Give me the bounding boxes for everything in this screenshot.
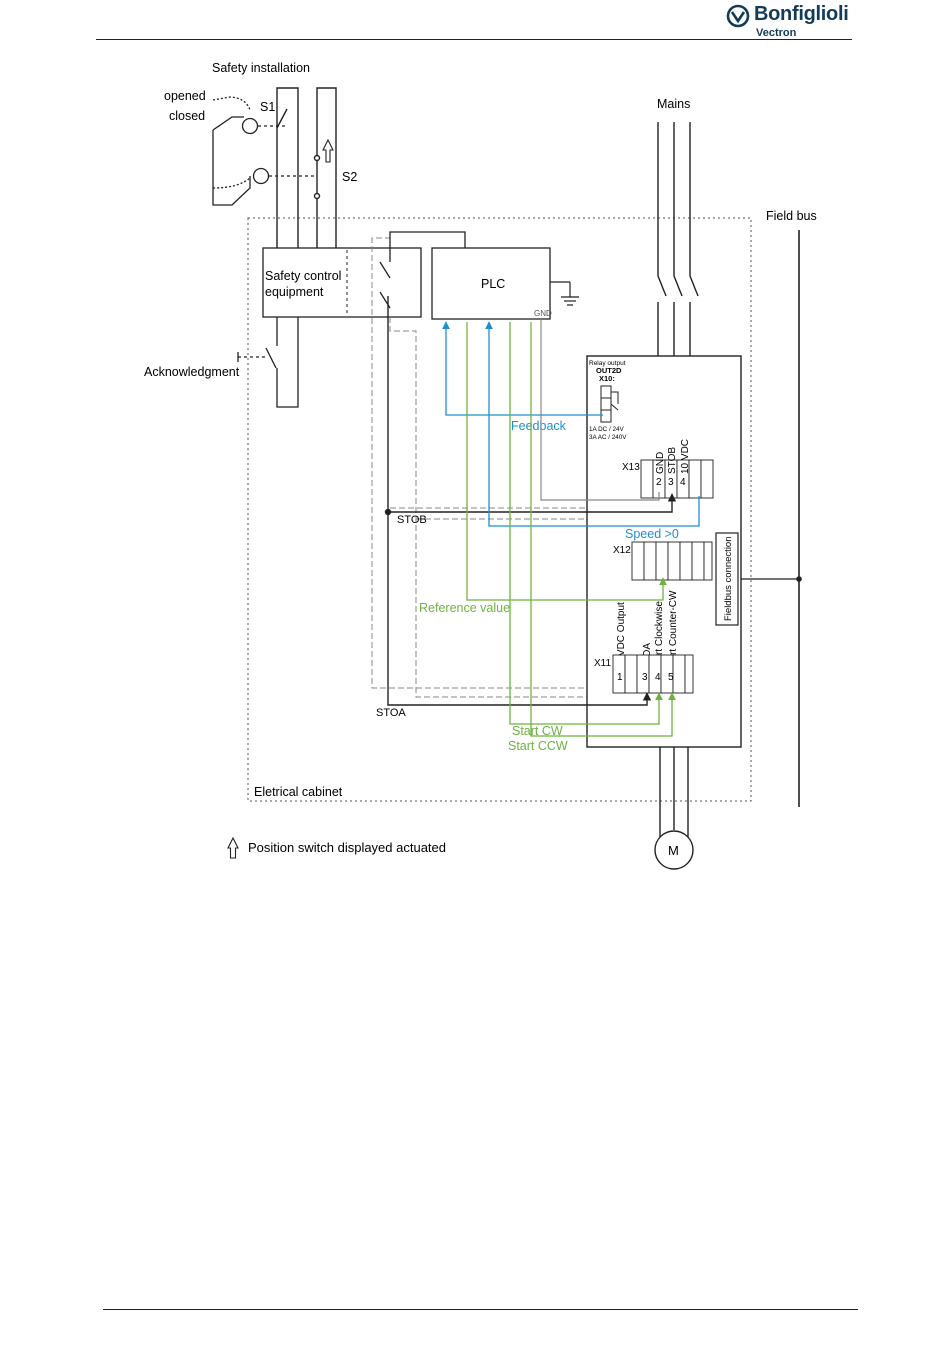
brand-subname: Vectron <box>756 27 797 39</box>
plc-box <box>431 247 551 320</box>
relay-label-3: X10: <box>599 374 615 383</box>
x11-pin-5: 5 <box>668 672 674 683</box>
x11-24vdc-label: 24 VDC Output <box>616 602 627 670</box>
acknowledgment-label: Acknowledgment <box>144 365 240 379</box>
x13-pin-4: 4 <box>680 477 686 488</box>
s1-label: S1 <box>260 100 275 114</box>
x13-pin-2: 2 <box>656 477 662 488</box>
relay-label-2: OUT2D <box>596 366 622 375</box>
x11-pin-4: 4 <box>655 672 661 683</box>
plc-supply-wire <box>389 231 466 262</box>
electrical-cabinet-boundary <box>247 217 752 802</box>
x11-start-ccw-label: Start Counter-CW <box>668 590 679 670</box>
x13-stob-label: STOB <box>667 447 678 474</box>
mains-lines <box>657 122 699 356</box>
brand-logo: Bonfiglioli Vectron <box>726 2 856 42</box>
speed-wire <box>485 321 700 527</box>
stob-wire <box>387 296 677 513</box>
motor-symbol <box>654 830 694 870</box>
relay-terminal-block <box>600 385 619 423</box>
x11-start-cw-label: Start Clockwise <box>654 601 665 670</box>
gnd-wire <box>540 319 660 501</box>
safety-control-label-2: equipment <box>265 285 324 299</box>
legend-position-switch-icon <box>227 836 239 859</box>
motor-lines <box>659 747 689 838</box>
mains-label: Mains <box>657 97 690 111</box>
x11-pin-3: 3 <box>642 672 648 683</box>
position-switch-arrow-icon <box>322 138 334 163</box>
feedback-label: Feedback <box>511 419 567 433</box>
opened-label: opened <box>164 89 206 103</box>
motor-label: M <box>668 843 679 858</box>
stoa-label: STOA <box>376 707 406 719</box>
s2-label: S2 <box>342 170 357 184</box>
stoa-wire <box>387 512 652 706</box>
relay-rating-1: 1A DC / 24V <box>589 426 624 433</box>
relay-rating-2: 3A AC / 240V <box>589 434 627 441</box>
safety-control-box <box>262 247 422 318</box>
feedback-wire <box>442 321 603 416</box>
closed-label: closed <box>169 109 205 123</box>
safety-installation-label: Safety installation <box>212 61 310 75</box>
reference-value-label: Reference value <box>419 601 510 615</box>
x11-terminal-block <box>612 654 694 694</box>
fieldbus-connection-box <box>715 532 739 626</box>
legend-label: Position switch displayed actuated <box>248 840 446 855</box>
x11-pin-1: 1 <box>617 672 623 683</box>
start-cw-wire <box>509 322 663 725</box>
start-ccw-label: Start CCW <box>508 739 568 753</box>
safety-switch-conductors <box>276 87 337 248</box>
plc-gnd-label: GND <box>534 309 552 318</box>
acknowledgment-switch <box>237 317 299 408</box>
start-ccw-wire <box>530 322 676 737</box>
x13-10vdc-label: 10 VDC <box>680 439 691 474</box>
x12-label: X12 <box>613 545 631 556</box>
x11-label: X11 <box>594 658 611 669</box>
x12-terminal-block <box>631 541 713 581</box>
footer-rule <box>103 1309 858 1310</box>
relay-label-1: Relay output <box>589 360 626 367</box>
brand-name: Bonfiglioli <box>754 3 849 25</box>
x13-gnd-label: GND <box>655 452 666 474</box>
x13-label: X13 <box>622 462 640 473</box>
x13-pin-3: 3 <box>668 477 674 488</box>
stob-label: STOB <box>397 514 427 526</box>
reference-value-wire <box>466 322 667 601</box>
header-rule <box>96 39 852 40</box>
fieldbus-connection-label: Fieldbus connection <box>723 537 734 622</box>
speed-label: Speed >0 <box>625 527 679 541</box>
x13-terminal-block <box>640 459 714 499</box>
field-bus-label: Field bus <box>766 209 817 223</box>
start-cw-label: Start CW <box>512 724 563 738</box>
safety-control-label-1: Safety control <box>265 269 341 283</box>
ground-icon <box>550 281 579 306</box>
electrical-cabinet-label: Eletrical cabinet <box>254 785 343 799</box>
plc-label: PLC <box>481 277 505 291</box>
brand-mark-icon <box>726 4 750 28</box>
